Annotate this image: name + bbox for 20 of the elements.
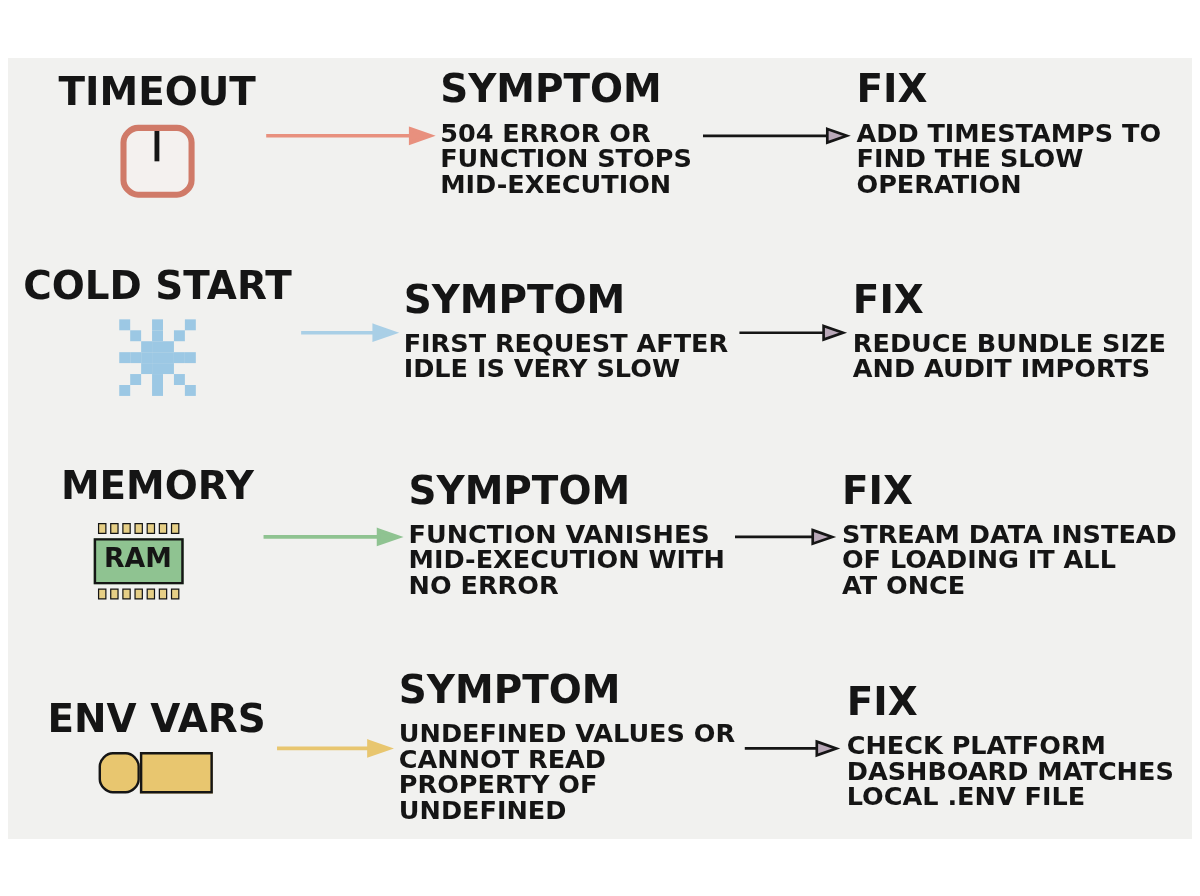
arrow xyxy=(277,738,394,758)
node-label: MEMORY xyxy=(60,462,254,508)
node-label: ENV VARS xyxy=(47,695,266,741)
node-label: TIMEOUT xyxy=(58,68,256,114)
node-text: SYMPTOM UNDEFINED VALUES OR CANNOT READ PROPERTY OF UNDEFINED xyxy=(398,666,736,825)
arrow xyxy=(735,527,837,546)
node-text: FIX REDUCE BUNDLE SIZE AND AUDIT IMPORTS xyxy=(852,276,1166,383)
arrow xyxy=(739,323,848,341)
node-label: COLD START xyxy=(23,262,292,308)
arrow xyxy=(263,527,404,546)
arrow xyxy=(744,739,841,757)
node-text: FIX ADD TIMESTAMPS TO FIND THE SLOW OPERATION xyxy=(856,65,1162,199)
arrow xyxy=(301,322,400,342)
node-text: FIX STREAM DATA INSTEAD OF LOADING IT ALL AT ONCE xyxy=(841,467,1177,600)
arrow xyxy=(703,126,851,144)
arrow xyxy=(266,125,436,145)
node-text: SYMPTOM 504 ERROR OR FUNCTION STOPS MID-EXECUTION xyxy=(440,65,692,199)
node-text: FIX CHECK PLATFORM DASHBOARD MATCHES LOCAL .ENV FILE xyxy=(846,678,1174,811)
node-text: SYMPTOM FUNCTION VANISHES MID-EXECUTION WITH NO ERROR xyxy=(408,467,725,600)
node-text: SYMPTOM FIRST REQUEST AFTER IDLE IS VERY SLOW xyxy=(403,276,729,383)
